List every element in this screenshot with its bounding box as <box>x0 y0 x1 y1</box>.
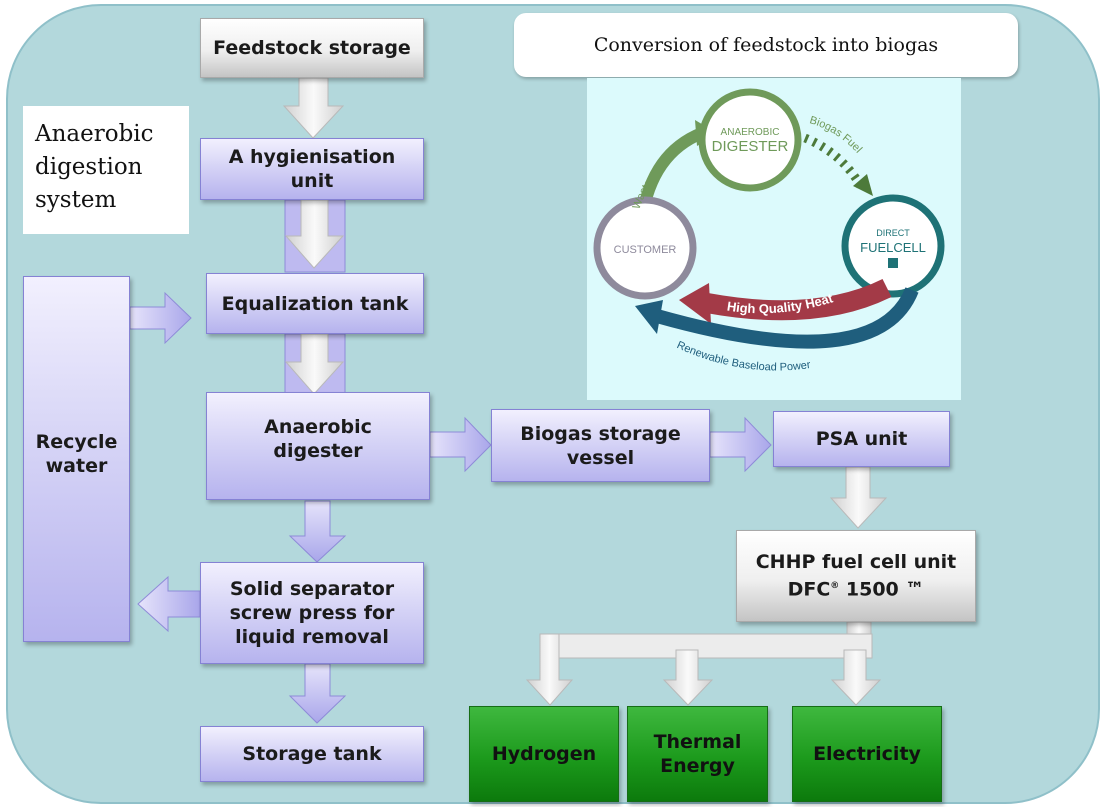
distribution-bar <box>539 633 873 659</box>
diagram-title: Conversion of feedstock into biogas <box>514 13 1018 77</box>
equalization-tank-box: Equalization tank <box>206 273 424 334</box>
thermal-energy-box: Thermal Energy <box>627 706 768 802</box>
biogas-fuel-arrow <box>803 133 866 191</box>
biogas-fuel-label: Biogas Fuel <box>808 114 864 155</box>
fuelcell-label-1: DIRECT <box>876 228 910 238</box>
storage-tank-box: Storage tank <box>200 726 424 782</box>
arrow-recycle-to-equalization <box>129 291 192 345</box>
arrow-separator-to-storage <box>288 663 347 724</box>
digester-circle <box>698 88 802 192</box>
customer-label: CUSTOMER <box>614 244 677 256</box>
arrow-separator-to-recycle <box>137 575 201 633</box>
arrow-equalization-to-digester <box>284 333 345 395</box>
hydrogen-box: Hydrogen <box>469 706 619 802</box>
electricity-box: Electricity <box>792 706 942 802</box>
chhp-line-1: CHHP fuel cell unit <box>755 551 957 574</box>
recycle-water-box: Recycle water <box>23 276 130 642</box>
arrow-hygienisation-to-equalization <box>284 199 345 269</box>
heat-arrow <box>705 278 892 321</box>
hygienisation-unit-box: A hygienisation unit <box>200 138 424 200</box>
arrow-digester-to-biogas <box>429 416 492 473</box>
power-arrow <box>655 287 919 349</box>
feedstock-storage-box: Feedstock storage <box>200 18 424 78</box>
fuelcell-label-2: FUELCELL <box>860 240 926 255</box>
fuelcell-logo-icon <box>888 258 898 268</box>
biogas-storage-vessel-box: Biogas storage vessel <box>491 409 710 482</box>
chhp-fuel-cell-box: CHHP fuel cell unit DFC® 1500 ™ <box>736 530 976 622</box>
arrow-digester-to-separator <box>288 500 347 563</box>
digester-label-1: ANAEROBIC <box>721 127 780 138</box>
section-label: Anaerobic digestion system <box>23 106 189 234</box>
arrow-psa-to-chhp <box>829 466 888 529</box>
arrow-to-hydrogen <box>525 633 574 706</box>
digester-label-2: DIGESTER <box>712 138 789 155</box>
arrow-feedstock-to-hygienisation <box>282 77 345 139</box>
psa-unit-box: PSA unit <box>773 411 950 467</box>
biogas-cycle-infographic: ANAEROBIC DIGESTER CUSTOMER DIRECT FUELC… <box>587 78 961 400</box>
svg-text:Biogas Fuel: Biogas Fuel <box>808 114 864 155</box>
fuelcell-circle <box>841 194 945 298</box>
arrow-to-electricity <box>830 649 882 706</box>
arrow-biogas-to-psa <box>709 416 772 473</box>
chhp-line-2: DFC® 1500 ™ <box>787 578 925 601</box>
customer-circle <box>593 196 697 300</box>
arrow-to-thermal <box>662 649 714 706</box>
anaerobic-digester-box: Anaerobic digester <box>206 392 430 500</box>
solid-separator-box: Solid separator screw press for liquid r… <box>200 562 424 664</box>
